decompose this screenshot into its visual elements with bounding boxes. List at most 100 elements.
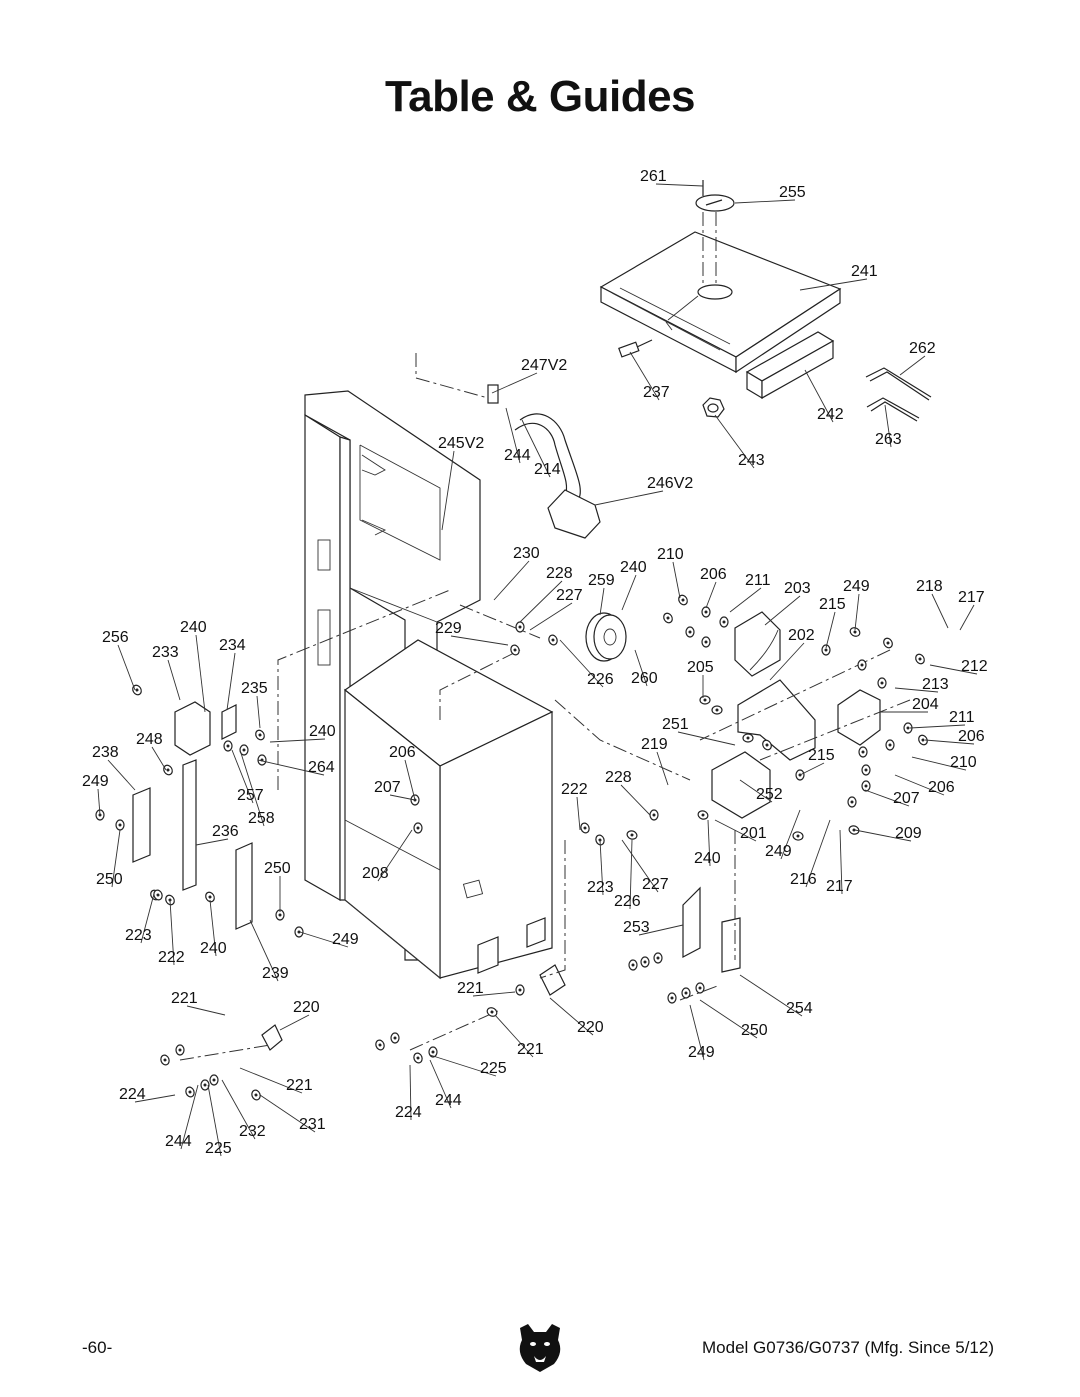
leader-line [279,1014,310,1031]
fastener [857,659,867,671]
part-callout-205: 205 [687,659,714,676]
leader-line [714,414,755,469]
guide-post-236 [132,759,253,930]
part-callout-244: 244 [435,1092,462,1109]
leader-line [739,779,773,803]
part-callout-228: 228 [546,565,573,582]
part-callout-226: 226 [587,671,614,688]
part-callout-211: 211 [949,709,975,726]
fastener [883,637,893,649]
leader-line [714,819,757,842]
part-callout-206: 206 [700,566,727,583]
part-callout-202: 202 [788,627,815,644]
guide-block-233 [174,701,237,756]
leader-line [377,829,413,882]
leader-line [169,899,175,966]
fastener [413,1052,423,1064]
fastener [742,733,754,743]
leader-line [529,602,573,631]
leader-line [117,644,136,691]
leader-line [472,991,516,997]
part-callout-225: 225 [205,1140,232,1157]
part-callout-254: 254 [786,1000,813,1017]
assembly-centerlines [179,353,911,1061]
part-callout-226: 226 [614,893,641,910]
fastener [251,1089,261,1101]
part-callout-223: 223 [125,927,152,944]
leader-line [799,278,868,291]
fastener [200,1079,210,1091]
leader-line [519,580,563,623]
leader-line [97,788,101,816]
part-callout-243: 243 [738,452,765,469]
leader-line [491,372,538,394]
table-top [599,231,842,374]
leader-line [884,404,892,448]
fastener [175,1044,185,1056]
part-callout-246V2: 246V2 [647,475,693,492]
leader-line [929,664,978,675]
part-callout-201: 201 [740,825,767,842]
part-callout-223: 223 [587,879,614,896]
fastener [510,644,520,656]
leader-line [299,931,349,948]
part-callout-221: 221 [457,980,484,997]
fastener [701,636,711,648]
fastener [695,982,705,994]
fastener [877,677,887,689]
part-callout-240: 240 [200,940,227,957]
leader-line [634,649,648,687]
part-callout-251: 251 [662,716,689,733]
leader-line [167,659,181,701]
leader-line [894,687,939,693]
leader-line [899,355,926,376]
leader-line [621,574,637,611]
part-callout-217: 217 [826,878,853,895]
leader-line [239,1067,303,1094]
leader-line [429,1059,452,1109]
part-callout-209: 209 [895,825,922,842]
part-callout-262: 262 [909,340,936,357]
part-callout-250: 250 [96,871,123,888]
fastener [762,739,772,751]
leader-line [799,762,825,776]
model-text: Model G0736/G0737 (Mfg. Since 5/12) [702,1338,994,1357]
fastener [163,764,173,776]
leader-line [854,593,860,631]
part-callout-249: 249 [688,1044,715,1061]
part-callout-220: 220 [293,999,320,1016]
leader-line [269,738,326,743]
part-callout-235: 235 [241,680,268,697]
part-callout-250: 250 [264,860,291,877]
part-callout-227: 227 [556,587,583,604]
leader-line [839,829,843,895]
knob-243 [702,397,725,418]
fastener [858,746,868,758]
leader-line [864,789,910,807]
leader-line [764,595,801,626]
part-callout-221: 221 [286,1077,313,1094]
part-callout-225: 225 [480,1060,507,1077]
fastener [792,831,804,841]
leader-line [195,838,229,846]
leader-line [705,581,717,609]
part-callout-207: 207 [893,790,920,807]
leader-line [559,639,604,688]
hex-keys [865,367,932,422]
leader-line [209,899,217,957]
part-callout-229: 229 [435,620,462,637]
leader-lines [97,183,978,1157]
leader-line [494,1014,534,1058]
fastener [711,705,723,715]
exploded-parts-diagram: 261255241262247V2237242263245V2244214243… [82,168,988,1157]
leader-line [629,839,633,910]
table-insert [695,180,735,285]
leader-line [493,560,530,601]
fastener [848,825,860,835]
part-callout-249: 249 [82,773,109,790]
leader-line [707,819,711,867]
leader-line [404,759,416,801]
fastener [205,891,215,903]
leader-line [699,999,758,1039]
leader-line [805,819,831,888]
